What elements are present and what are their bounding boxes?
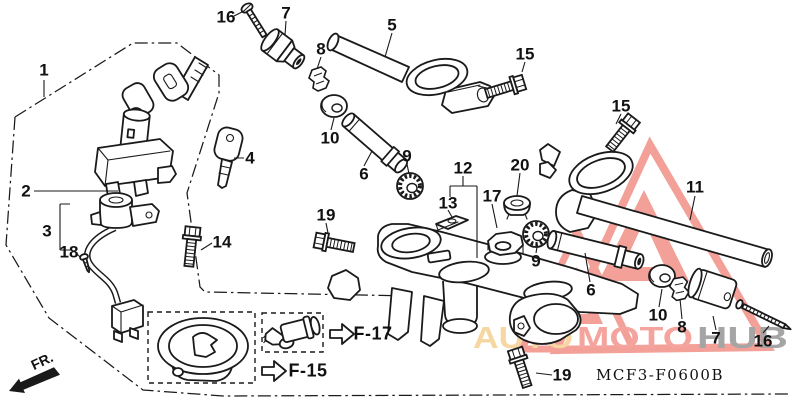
seat-lock-ref-box [261,312,324,353]
screw-18 [79,253,91,274]
callout-16-top: 16 [216,7,236,27]
callout-8-top: 8 [316,39,326,59]
bolt-15-right [601,111,642,156]
lock-cylinder [263,315,321,350]
callout-17: 17 [482,186,502,206]
f15-arrow-icon [261,360,287,382]
watermark-text-moto: MOTO [577,320,693,355]
bracket-3 [59,203,70,251]
leader-lines [34,10,770,376]
callout-7-top: 7 [281,3,291,23]
callout-13: 13 [438,193,458,213]
callout-3: 3 [42,221,52,241]
top-bridge [327,223,639,347]
callout-19-left: 19 [316,205,336,225]
callout-11: 11 [686,177,704,197]
ring-9-top [395,171,425,201]
callout-9-right: 9 [531,251,541,271]
screw-16-right [735,299,792,331]
handlebar-11-assembly [539,143,773,268]
callout-5: 5 [387,15,397,35]
callout-12: 12 [453,158,473,178]
callout-16-right: 16 [753,331,773,351]
fuel-filler-cap [157,317,249,382]
callout-9-top: 9 [402,146,412,166]
callout-10-right: 10 [648,305,668,325]
phantom-boundary-lines [5,42,789,397]
cap-20 [503,195,531,220]
handlebar-5 [326,32,495,114]
immobilizer-receiver [84,192,160,343]
diagram-part-code: MCF3-F0600B [596,366,724,384]
callout-8-right: 8 [677,317,687,337]
fr-arrow-icon [9,367,60,393]
screw-16-top [240,2,268,39]
callout-15-right: 15 [611,96,631,116]
callout-19-right: 19 [552,365,572,385]
weight-tube-6-top [341,112,409,174]
ref-f17-label: F-17 [353,323,393,344]
f17-arrow-icon [329,323,355,345]
bolt-14 [179,225,203,269]
ref-f15-label: F-15 [288,360,328,381]
callout-1: 1 [39,60,49,80]
weight-7-right [687,267,738,310]
callout-18: 18 [59,242,79,262]
callout-10-top: 10 [320,128,340,148]
stem-nut-17 [484,231,524,265]
ring-9-right [521,219,551,249]
callout-6-top: 6 [359,164,369,184]
callout-6-right: 6 [586,280,596,300]
callout-4: 4 [245,148,255,168]
watermark-text-hub: HUB [697,320,788,355]
spare-key [213,126,244,189]
ignition-switch-assembly [94,56,209,198]
bolt-15-left [482,72,528,104]
cap-7-top [260,28,306,70]
weight-tube-6-right [546,230,645,270]
bushing-10-top [320,94,348,118]
clip-8-top [308,66,330,92]
callout-20: 20 [510,155,530,175]
plate-13 [435,215,469,231]
callout-15-left: 15 [515,44,535,64]
callout-7-right: 7 [711,328,721,348]
bracket-12 [449,176,478,258]
wire-connector [111,299,144,343]
callout-2: 2 [21,181,31,201]
bolt-19-left [312,230,357,258]
callout-14: 14 [212,232,232,252]
